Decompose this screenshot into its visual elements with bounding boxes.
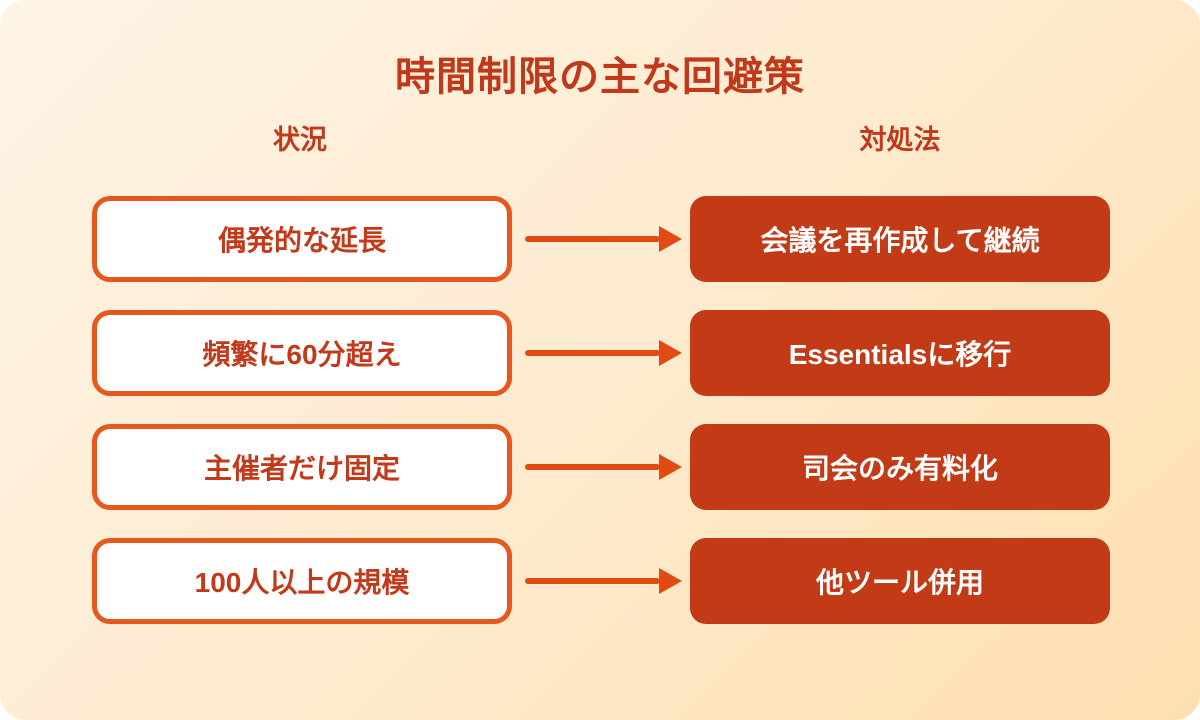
mapping-row: 主催者だけ固定 司会のみ有料化 — [92, 424, 1110, 510]
solution-box: 会議を再作成して継続 — [690, 196, 1110, 282]
arrow-head — [659, 226, 682, 252]
arrow-right-icon — [512, 538, 690, 624]
solution-box: 他ツール併用 — [690, 538, 1110, 624]
diagram-title: 時間制限の主な回避策 — [395, 55, 805, 99]
arrow-right-icon — [512, 310, 690, 396]
situation-box: 偶発的な延長 — [92, 196, 512, 282]
arrow-shaft — [525, 236, 660, 242]
arrow-head — [659, 340, 682, 366]
arrow-right-icon — [512, 424, 690, 510]
mapping-row: 偶発的な延長 会議を再作成して継続 — [92, 196, 1110, 282]
column-header-situation: 状況 — [273, 125, 327, 155]
arrow-shaft — [525, 578, 660, 584]
situation-box: 頻繁に60分超え — [92, 310, 512, 396]
situation-box: 主催者だけ固定 — [92, 424, 512, 510]
mapping-row: 頻繁に60分超え Essentialsに移行 — [92, 310, 1110, 396]
arrow-head — [659, 454, 682, 480]
arrow-shaft — [525, 464, 660, 470]
mapping-row: 100人以上の規模 他ツール併用 — [92, 538, 1110, 624]
mapping-rows: 偶発的な延長 会議を再作成して継続 頻繁に60分超え Essentialsに移行… — [92, 196, 1110, 624]
solution-box: Essentialsに移行 — [690, 310, 1110, 396]
column-header-solution: 対処法 — [859, 125, 941, 155]
arrow-head — [659, 568, 682, 594]
solution-box: 司会のみ有料化 — [690, 424, 1110, 510]
arrow-shaft — [525, 350, 660, 356]
situation-box: 100人以上の規模 — [92, 538, 512, 624]
arrow-right-icon — [512, 196, 690, 282]
